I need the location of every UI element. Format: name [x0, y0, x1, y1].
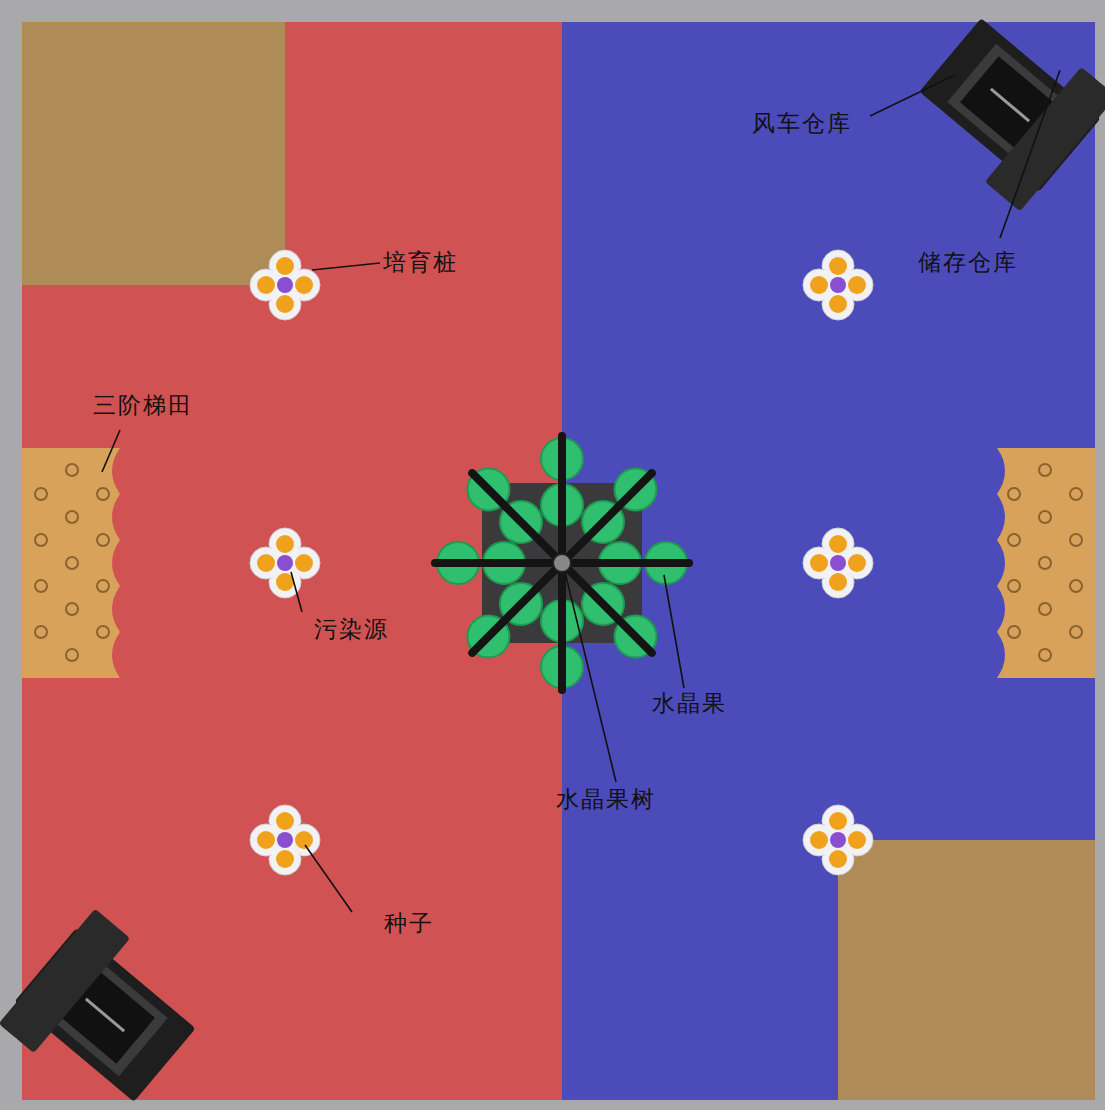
leader-lines [102, 70, 1060, 912]
warehouse [902, 0, 1105, 213]
pile [250, 250, 320, 320]
crystal-tree [435, 436, 689, 690]
part-label: 水晶果 [652, 690, 727, 718]
pile [803, 805, 873, 875]
start-zone [22, 22, 285, 285]
part-label: 储存仓库 [918, 249, 1018, 277]
pile [803, 250, 873, 320]
start-zone [838, 840, 1095, 1100]
part-label: 风车仓库 [752, 110, 852, 138]
piles [250, 250, 873, 875]
part-label: 污染源 [314, 616, 389, 644]
warehouse [0, 907, 213, 1110]
terrace [997, 448, 1095, 678]
pile [250, 805, 320, 875]
part-label: 种子 [384, 910, 434, 938]
part-label: 培育桩 [383, 249, 458, 277]
terrace [22, 448, 120, 678]
part-label: 三阶梯田 [93, 392, 193, 420]
pile [803, 528, 873, 598]
pile [250, 528, 320, 598]
part-label: 水晶果树 [556, 786, 656, 814]
